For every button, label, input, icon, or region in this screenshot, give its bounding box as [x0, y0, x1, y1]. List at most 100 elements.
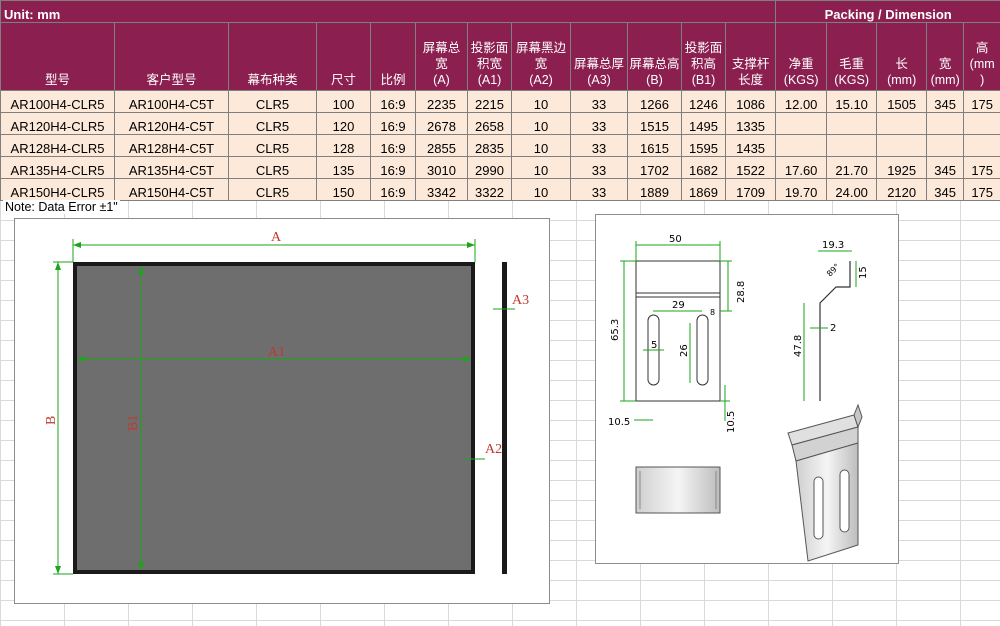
table-cell: 16:9 [370, 156, 416, 179]
table-cell [963, 112, 1000, 135]
table-cell [926, 112, 965, 135]
table-cell: 1869 [681, 178, 726, 201]
dim-margin-bottom: 10.5 [726, 411, 737, 433]
table-cell: 1335 [724, 112, 777, 135]
bracket-clip-3d [635, 466, 721, 514]
column-header: 屏幕总厚 (A3) [570, 22, 628, 91]
table-cell: AR150H4-C5T [114, 178, 229, 201]
column-header: 投影面积宽 (A1) [467, 22, 512, 91]
table-cell: 2678 [415, 112, 468, 135]
label-B: B [44, 416, 59, 425]
table-cell: 135 [316, 156, 371, 179]
table-cell: 33 [570, 134, 628, 157]
table-cell: 10 [511, 112, 571, 135]
column-header: 比例 [370, 22, 416, 91]
table-cell: AR100H4-CLR5 [0, 90, 115, 113]
column-header-row: 型号客户型号幕布种类尺寸比例屏幕总宽 (A)投影面积宽 (A1)屏幕黑边宽 (A… [0, 22, 1000, 91]
table-cell: AR128H4-C5T [114, 134, 229, 157]
packing-dimension-label: Packing / Dimension [775, 0, 1000, 23]
table-cell: 345 [926, 90, 965, 113]
label-B1: B1 [126, 415, 141, 431]
dim-side-width: 19.3 [822, 240, 844, 251]
table-cell [876, 112, 928, 135]
dim-side-height: 47.8 [793, 335, 804, 357]
column-header: 毛重 (KGS) [826, 22, 878, 91]
column-header: 屏幕黑边宽 (A2) [511, 22, 571, 91]
column-header: 型号 [0, 22, 115, 91]
table-cell: 175 [963, 90, 1000, 113]
table-cell: 1515 [627, 112, 682, 135]
column-header: 宽 (mm) [926, 22, 965, 91]
table-cell: 2235 [415, 90, 468, 113]
table-cell: CLR5 [228, 112, 317, 135]
table-cell [826, 134, 878, 157]
bracket-3d [787, 403, 863, 562]
table-cell: 1702 [627, 156, 682, 179]
dim-margin-left: 10.5 [608, 417, 630, 428]
table-cell: 10 [511, 90, 571, 113]
table-cell: 128 [316, 134, 371, 157]
table-cell: AR135H4-C5T [114, 156, 229, 179]
table-cell: 16:9 [370, 134, 416, 157]
table-cell: 150 [316, 178, 371, 201]
table-cell: AR135H4-CLR5 [0, 156, 115, 179]
label-A3: A3 [512, 293, 529, 308]
table-cell: 1435 [724, 134, 777, 157]
dim-overall-height: 65.3 [610, 319, 621, 341]
bracket-front-view [635, 260, 721, 402]
column-header: 屏幕总宽 (A) [415, 22, 468, 91]
table-cell: 120 [316, 112, 371, 135]
table-cell: 24.00 [826, 178, 878, 201]
bracket-side-view [819, 261, 851, 401]
table-cell: 100 [316, 90, 371, 113]
table-cell: 2835 [467, 134, 512, 157]
bracket-technical-drawing: 50 29 28.8 8 65.3 5 26 10.5 10.5 19.3 89… [595, 214, 899, 564]
screen-projection-area [77, 266, 471, 570]
table-cell: 21.70 [826, 156, 878, 179]
unit-label: Unit: mm [0, 0, 777, 23]
spec-table-wrapper: Unit: mm Packing / Dimension 型号客户型号幕布种类尺… [0, 0, 1000, 201]
bracket-diagram-svg: 50 29 28.8 8 65.3 5 26 10.5 10.5 19.3 89… [608, 234, 869, 562]
column-header: 尺寸 [316, 22, 371, 91]
dim-thickness: 2 [830, 323, 836, 334]
table-cell: 17.60 [775, 156, 828, 179]
table-cell: 19.70 [775, 178, 828, 201]
table-cell: 10 [511, 134, 571, 157]
table-cell: 33 [570, 90, 628, 113]
table-cell: AR100H4-C5T [114, 90, 229, 113]
table-cell: 33 [570, 112, 628, 135]
dim-angle-note: 8 [710, 308, 715, 317]
table-cell: AR120H4-CLR5 [0, 112, 115, 135]
table-cell: 1495 [681, 112, 726, 135]
table-cell [876, 134, 928, 157]
table-cell: 175 [963, 178, 1000, 201]
table-cell: 16:9 [370, 112, 416, 135]
dim-slot-pitch: 29 [672, 300, 685, 311]
spec-table: Unit: mm Packing / Dimension 型号客户型号幕布种类尺… [0, 0, 1000, 201]
table-cell: 345 [926, 178, 965, 201]
table-cell: 345 [926, 156, 965, 179]
table-cell: 12.00 [775, 90, 828, 113]
table-cell: 2658 [467, 112, 512, 135]
table-cell: 1266 [627, 90, 682, 113]
label-A1: A1 [268, 345, 285, 360]
table-cell: 2215 [467, 90, 512, 113]
table-cell: 3342 [415, 178, 468, 201]
table-cell: 2855 [415, 134, 468, 157]
table-cell: 1889 [627, 178, 682, 201]
table-cell: CLR5 [228, 134, 317, 157]
table-cell: 3322 [467, 178, 512, 201]
table-cell: 1925 [876, 156, 928, 179]
table-cell: 15.10 [826, 90, 878, 113]
column-header: 幕布种类 [228, 22, 317, 91]
column-header: 长 (mm) [876, 22, 928, 91]
table-cell: 1086 [724, 90, 777, 113]
table-cell: 1709 [724, 178, 777, 201]
column-header: 高 (mm ) [963, 22, 1000, 91]
dim-width: 50 [669, 234, 682, 245]
